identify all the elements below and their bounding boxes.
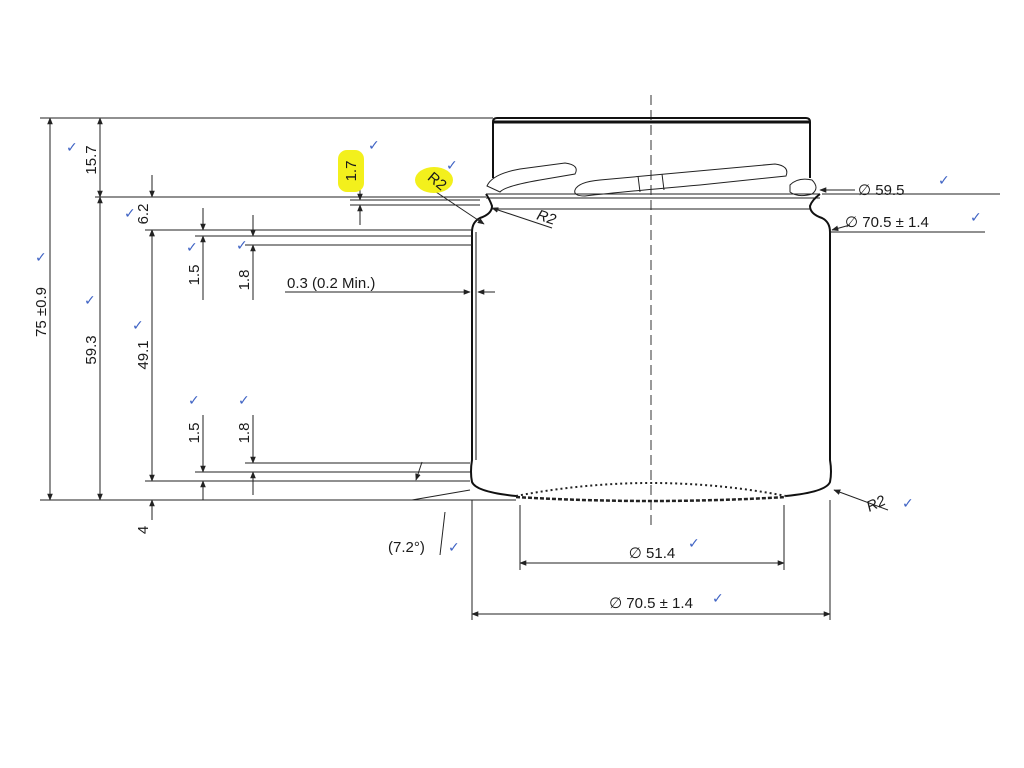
radius-inner-label: R2	[535, 207, 559, 229]
wall-height-label: 49.1	[135, 340, 152, 369]
check-mark: ✓	[236, 238, 248, 254]
finish-diameter-label: ∅ 59.5	[858, 182, 904, 199]
neck-diameter-label: ∅ 70.5 ± 1.4	[845, 214, 929, 231]
base-gap-label: 4	[135, 526, 152, 534]
check-mark: ✓	[368, 138, 380, 154]
thread-mark	[637, 175, 641, 193]
thread-lug-left	[486, 162, 577, 193]
check-mark: ✓	[66, 140, 78, 156]
dimension-labels: 75 ±0.9 15.7 59.3 6.2 49.1 4 1.5 1.8 1.5…	[33, 145, 929, 612]
bottom-offset2-label: 1.8	[236, 423, 253, 444]
body-height-label: 59.3	[83, 335, 100, 364]
highlight-lug-height	[338, 150, 364, 192]
base-diameter-label: ∅ 51.4	[629, 545, 675, 562]
check-mark: ✓	[84, 293, 96, 309]
check-mark: ✓	[688, 536, 700, 552]
check-mark: ✓	[132, 318, 144, 334]
jar-neck-left	[471, 193, 494, 233]
jar-neck-right	[808, 193, 831, 233]
check-mark: ✓	[238, 393, 250, 409]
check-mark: ✓	[188, 393, 200, 409]
shoulder-height-label: 6.2	[135, 204, 152, 225]
check-mark: ✓	[712, 591, 724, 607]
check-mark: ✓	[970, 210, 982, 226]
check-mark: ✓	[446, 158, 458, 174]
check-mark: ✓	[938, 173, 950, 189]
check-mark: ✓	[124, 206, 136, 222]
base-angle-label: (7.2°)	[388, 539, 425, 556]
jar-wall-right	[785, 232, 832, 497]
finish-height-label: 15.7	[83, 145, 100, 174]
thread-lug-center	[574, 163, 788, 197]
check-mark: ✓	[35, 250, 47, 266]
jar-wall-left	[470, 232, 517, 497]
check-marks: ✓ ✓ ✓ ✓ ✓ ✓ ✓ ✓ ✓ ✓ ✓ ✓ ✓ ✓ ✓ ✓ ✓	[35, 138, 982, 607]
thread-lug-right	[789, 178, 817, 197]
lug-height-label: 1.7	[343, 161, 360, 182]
jar-base-stipple	[515, 482, 787, 497]
top-offset2-label: 1.8	[236, 270, 253, 291]
jar-outline	[470, 95, 832, 525]
extension-lines	[40, 117, 1000, 620]
jar-base-bottom	[515, 495, 787, 503]
highlight-radius-left	[415, 167, 453, 193]
top-offset-label: 1.5	[186, 265, 203, 286]
check-mark: ✓	[186, 240, 198, 256]
jar-finish	[492, 117, 811, 178]
dimension-lines	[47, 117, 889, 617]
check-mark: ✓	[448, 540, 460, 556]
thread-mark-2	[661, 173, 665, 191]
body-diameter-label: ∅ 70.5 ± 1.4	[609, 595, 693, 612]
overall-height-label: 75 ±0.9	[33, 287, 50, 337]
radius-base-label: R2	[864, 492, 889, 516]
wall-thickness-label: 0.3 (0.2 Min.)	[287, 275, 375, 292]
check-mark: ✓	[902, 496, 914, 512]
bottom-offset-label: 1.5	[186, 423, 203, 444]
